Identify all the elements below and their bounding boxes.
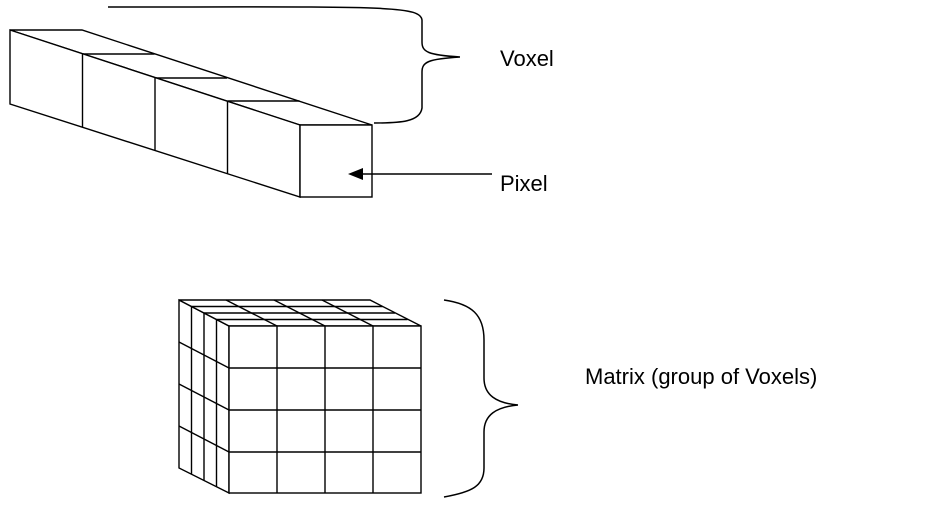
voxel-row: [9, 29, 373, 198]
voxel-label: Voxel: [500, 46, 554, 71]
matrix-cube: [178, 298, 422, 495]
matrix-label: Matrix (group of Voxels): [585, 364, 818, 389]
matrix-side-grid-line: [178, 425, 230, 453]
matrix-side-grid-line: [178, 341, 230, 369]
arrowhead-icon: [348, 168, 363, 180]
pixel-label: Pixel: [500, 171, 548, 196]
pixel-face: [299, 124, 373, 198]
voxel-brace: [107, 6, 461, 124]
pixel-arrow: [348, 168, 492, 180]
matrix-brace: [443, 299, 519, 498]
matrix-side-grid-line: [178, 383, 230, 411]
